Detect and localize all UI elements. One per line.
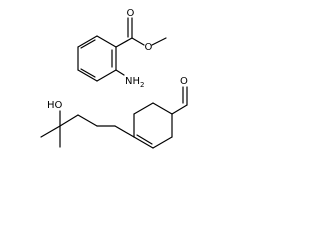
amine-label: NH2	[125, 76, 144, 89]
structures-svg: O O NH2 O HO	[0, 0, 198, 169]
cyclo-double-bond-inner	[136, 134, 153, 145]
methyl-anthranilate-labels: O O NH2	[125, 8, 153, 89]
background	[0, 0, 198, 169]
aldehyde-oxygen-label: O	[180, 76, 188, 87]
ester-oxygen-label: O	[145, 42, 153, 53]
hydroxyl-label: HO	[47, 100, 63, 111]
ring-bond-4	[77, 69, 98, 82]
carbonyl-oxygen-label: O	[127, 8, 135, 19]
ester-oxygen-bond	[131, 37, 145, 46]
chemical-structure-canvas: O O NH2 O HO	[0, 0, 198, 169]
ring-bond-3	[96, 69, 117, 82]
methyl-anthranilate	[77, 17, 167, 82]
cyclo-bond-3	[152, 136, 173, 149]
ring-inner-bond-3	[80, 39, 96, 49]
methyl-bond	[151, 37, 167, 46]
chain-bond-4	[59, 114, 79, 127]
cyclo-bond-6	[133, 102, 154, 115]
chain-bond-3	[77, 114, 98, 127]
amine-bond	[115, 69, 125, 76]
carbonyl-carbon-bond	[115, 37, 133, 48]
ring-bond-1	[96, 35, 117, 48]
chain-bond-1	[114, 125, 135, 138]
cyclo-bond-1	[152, 102, 173, 115]
hydroxy-aldehyde-labels: O HO	[47, 76, 188, 111]
hydroxy-aldehyde	[40, 86, 188, 149]
ring-bond-6	[77, 35, 98, 48]
ring-inner-bond-2	[80, 68, 96, 78]
cyclo-bond-4	[133, 136, 154, 149]
aldehyde-carbon-bond	[171, 104, 188, 115]
methyl-bond-left	[40, 125, 61, 138]
